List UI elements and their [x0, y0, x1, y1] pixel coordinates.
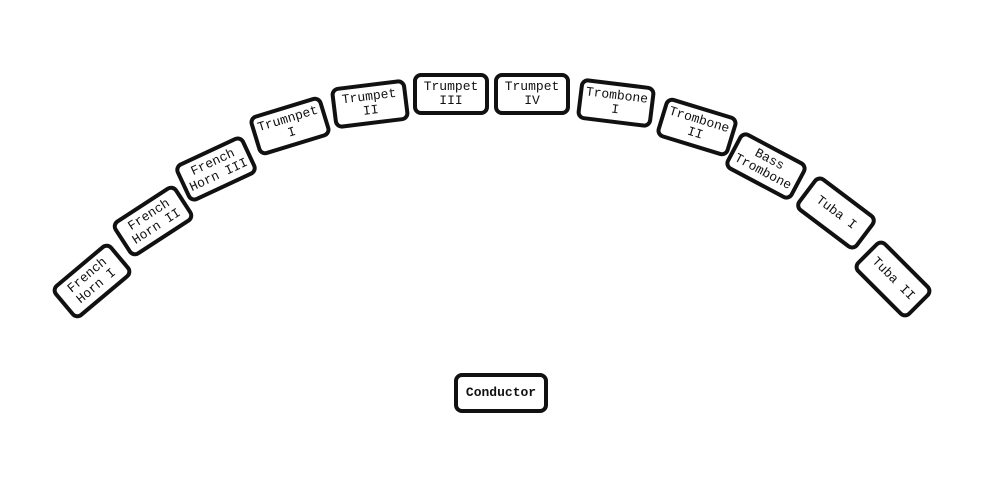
seat-trumpet-3[interactable]: Trumpet III — [413, 73, 489, 115]
seat-tuba-2[interactable]: Tuba II — [851, 237, 935, 321]
seat-french-horn-3[interactable]: French Horn III — [172, 133, 260, 205]
seat-french-horn-2[interactable]: French Horn II — [109, 182, 197, 260]
seat-trumpet-2[interactable]: Trumpet II — [329, 78, 411, 130]
seat-trombone-1[interactable]: Trombone I — [575, 77, 657, 129]
seat-trombone-2[interactable]: Trombone II — [654, 95, 740, 159]
conductor[interactable]: Conductor — [454, 373, 548, 413]
seat-tuba-1[interactable]: Tuba I — [793, 173, 879, 253]
seat-french-horn-1[interactable]: French Horn I — [49, 240, 135, 322]
seat-bass-trombone[interactable]: Bass Trombone — [722, 129, 810, 203]
seat-trumpet-1[interactable]: Trumnpet I — [247, 94, 333, 158]
seat-trumpet-4[interactable]: Trumpet IV — [494, 73, 570, 115]
